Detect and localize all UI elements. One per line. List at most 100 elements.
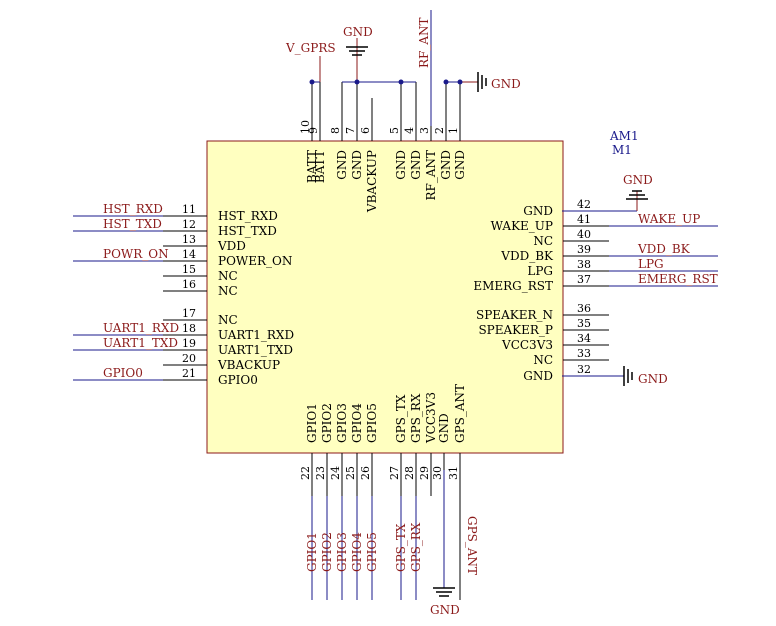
pin-number: 7 <box>344 127 357 134</box>
pin-name: POWER_ON <box>218 254 292 268</box>
top-pins: 10BATT9BATT8GND7GND6VBACKUP5GND4GND3RF_A… <box>299 82 467 213</box>
pin-name: NC <box>533 234 553 248</box>
net-gnd-right-top: GND <box>491 77 521 91</box>
pin-number: 24 <box>329 466 342 480</box>
pin-name: GND <box>453 150 467 180</box>
pin-number: 28 <box>403 466 416 480</box>
net-label: UART1_RXD <box>103 321 179 335</box>
net-label: HST_TXD <box>103 217 162 231</box>
bottom-gnd: GND <box>430 470 460 617</box>
designator-label: AM1 <box>609 129 639 143</box>
pin-number: 32 <box>577 363 591 376</box>
pin-number: 11 <box>182 203 196 216</box>
pin-name: GPIO5 <box>365 403 379 443</box>
net-gnd-bottom: GND <box>430 603 460 617</box>
net-rf-ant: RF_ANT <box>417 17 431 68</box>
junction-dot <box>309 79 315 85</box>
pin-number: 19 <box>182 337 196 350</box>
net-label: GPS_RX <box>409 522 423 572</box>
net-gnd-right-lower: GND <box>638 372 668 386</box>
pin-number: 42 <box>577 198 591 211</box>
pin-number: 25 <box>344 466 357 480</box>
pin-number: 39 <box>577 243 591 256</box>
pin-number: 3 <box>418 127 431 134</box>
net-label: GPS_ANT <box>465 516 479 575</box>
pin-name: VBACKUP <box>365 150 379 213</box>
pin-number: 26 <box>359 466 372 480</box>
net-label: GPIO3 <box>335 532 349 572</box>
pin-name: NC <box>218 284 238 298</box>
pin-name: VBACKUP <box>217 358 280 372</box>
net-label: GPIO1 <box>305 532 319 572</box>
net-label: UART1_TXD <box>103 336 178 350</box>
pin-name: UART1_RXD <box>218 328 294 342</box>
pin-name: VCC3V3 <box>424 392 438 444</box>
net-label: GPIO4 <box>350 532 364 572</box>
pin-name: NC <box>218 269 238 283</box>
pin-number: 20 <box>182 352 196 365</box>
pin-number: 13 <box>182 233 196 246</box>
pin-number: 35 <box>577 317 591 330</box>
junction-dot <box>443 79 449 85</box>
pin-number: 23 <box>314 466 327 480</box>
pin-name: VDD_BK <box>500 249 554 263</box>
pin-number: 31 <box>447 466 460 480</box>
pin-name: GPIO1 <box>305 403 319 443</box>
pin-number: 36 <box>577 302 591 315</box>
pin-number: 16 <box>182 278 196 291</box>
pin-number: 8 <box>329 127 342 134</box>
value-label: M1 <box>612 143 632 157</box>
pin-name: NC <box>533 353 553 367</box>
pin-number: 6 <box>359 127 372 134</box>
pin-number: 37 <box>577 273 591 286</box>
pin-number: 33 <box>577 347 591 360</box>
pin-name: LPG <box>527 264 553 278</box>
right-gnd-bottom: GND <box>562 366 668 386</box>
pin-name: EMERG_RST <box>473 279 553 293</box>
ic-body <box>206 140 564 454</box>
net-gnd-right-upper: GND <box>623 173 653 187</box>
pin-name: GND <box>523 204 553 218</box>
pin-name: GND <box>335 150 349 180</box>
net-label: EMERG_RST <box>638 272 718 286</box>
net-v-gprs: V_GPRS <box>285 41 336 55</box>
pin-name: GPIO0 <box>218 373 258 387</box>
net-label: GPIO5 <box>365 532 379 572</box>
pin-number: 4 <box>403 127 416 134</box>
junction-dot <box>398 79 404 85</box>
pin-name: GND <box>350 150 364 180</box>
pin-name: GPS_RX <box>409 393 423 443</box>
pin-number: 29 <box>418 466 431 480</box>
net-label: VDD_BK <box>637 242 691 256</box>
pin-name: HST_RXD <box>218 209 278 223</box>
pin-name: NC <box>218 313 238 327</box>
pin-number: 10 <box>299 120 312 134</box>
pin-number: 17 <box>182 307 196 320</box>
pin-name: GPIO4 <box>350 403 364 443</box>
pin-name: BATT <box>305 150 319 183</box>
net-label: LPG <box>638 257 664 271</box>
pin-number: 41 <box>577 213 591 226</box>
pin-number: 15 <box>182 263 196 276</box>
pin-number: 2 <box>433 127 446 134</box>
pin-name: VDD <box>217 239 246 253</box>
pin-name: HST_TXD <box>218 224 277 238</box>
pin-number: 38 <box>577 258 591 271</box>
pin-number: 5 <box>388 127 401 134</box>
right-gnd-top: GND <box>562 173 653 212</box>
pin-number: 34 <box>577 332 591 345</box>
pin-number: 9 <box>307 127 320 134</box>
pin-name: GPIO2 <box>320 403 334 443</box>
pin-name: WAKE_UP <box>491 219 553 233</box>
net-gnd-top: GND <box>343 25 373 39</box>
net-label: GPIO2 <box>320 532 334 572</box>
net-label: GPS_TX <box>394 523 408 572</box>
net-label: HST_RXD <box>103 202 163 216</box>
pin-name: SPEAKER_N <box>476 308 553 322</box>
net-label: WAKE_UP <box>638 212 700 226</box>
pin-number: 1 <box>447 127 460 134</box>
net-label: GPIO0 <box>103 366 143 380</box>
